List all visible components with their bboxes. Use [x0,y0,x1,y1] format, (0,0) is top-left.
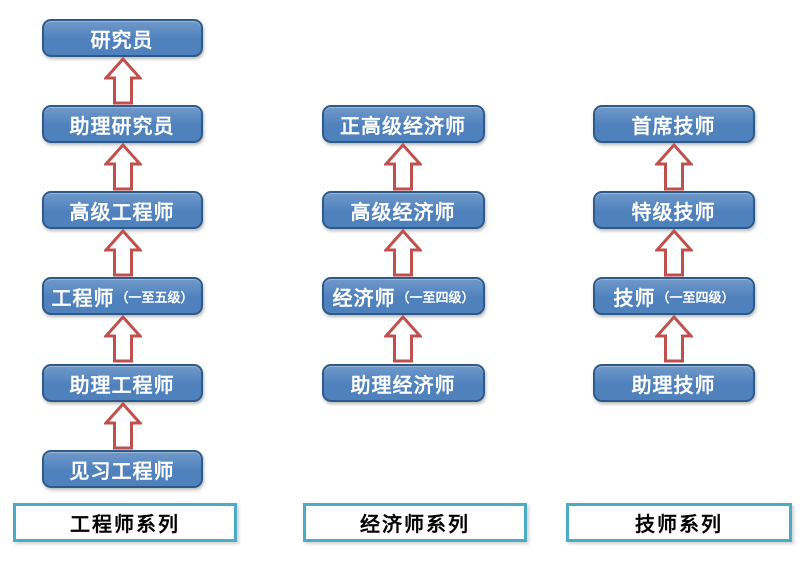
level-grade-range: （一至五级） [115,289,194,305]
level-name: 经济师 [332,287,396,310]
level-grade-range: （一至四级） [656,289,735,305]
up-arrow-icon [104,143,142,191]
level-name: 助理研究员 [69,115,175,138]
up-arrow-icon [384,315,422,363]
up-arrow-icon [655,143,693,191]
up-arrow-icon [104,229,142,277]
up-arrow-icon [104,402,142,450]
level-box-assistant-economist: 助理经济师 [322,364,485,402]
up-arrow-icon [384,143,422,191]
level-name: 工程师 [51,287,115,310]
series-label-text: 经济师系列 [360,514,470,536]
level-box-full-senior-economist: 正高级经济师 [322,105,485,143]
level-grade-range: （一至四级） [396,289,475,305]
series-label-text: 工程师系列 [70,514,180,536]
up-arrow-icon [104,57,142,105]
level-name: 首席技师 [631,115,716,138]
level-name: 助理技师 [631,374,716,397]
level-name: 助理经济师 [350,374,456,397]
level-box-technician: 技师（一至四级） [593,277,755,315]
level-name: 见习工程师 [69,460,175,483]
up-arrow-icon [655,229,693,277]
level-box-assistant-technician: 助理技师 [593,364,755,402]
up-arrow-icon [104,315,142,363]
level-name: 助理工程师 [69,374,175,397]
up-arrow-icon [655,315,693,363]
level-box-researcher: 研究员 [42,19,203,57]
level-box-senior-engineer: 高级工程师 [42,191,203,229]
level-name: 高级经济师 [350,201,456,224]
level-box-special-grade-technician: 特级技师 [593,191,755,229]
level-name: 高级工程师 [69,201,175,224]
level-box-engineer: 工程师（一至五级） [42,277,203,315]
level-name: 正高级经济师 [340,115,466,138]
level-box-senior-economist: 高级经济师 [322,191,485,229]
level-name: 特级技师 [631,201,716,224]
series-label-text: 技师系列 [635,514,723,536]
level-box-assistant-researcher: 助理研究员 [42,105,203,143]
level-box-trainee-engineer: 见习工程师 [42,450,203,488]
level-box-economist: 经济师（一至四级） [322,277,485,315]
series-label-technician: 技师系列 [566,503,792,542]
series-label-economist: 经济师系列 [303,503,527,542]
level-box-assistant-engineer: 助理工程师 [42,364,203,402]
series-label-engineer: 工程师系列 [13,503,237,542]
level-name: 技师 [613,287,656,310]
up-arrow-icon [384,229,422,277]
level-box-chief-technician: 首席技师 [593,105,755,143]
level-name: 研究员 [90,29,154,52]
